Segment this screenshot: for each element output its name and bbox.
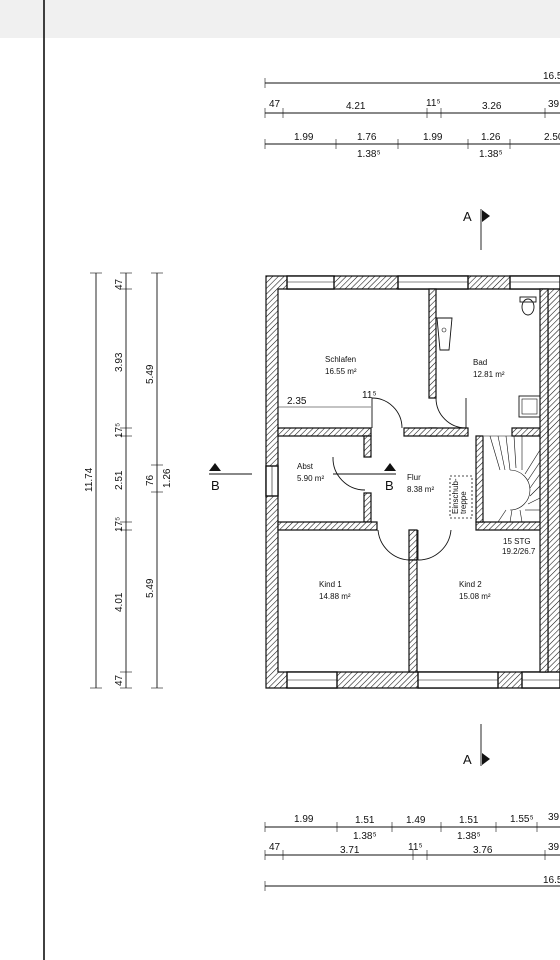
top-dim-4: 3.26 xyxy=(482,101,502,112)
bottom-dim-1: 1.99 xyxy=(294,814,314,825)
left-dim-col2-3: 1.26 xyxy=(162,468,173,488)
bottom-dim-row2-3: 11⁵ xyxy=(408,842,423,853)
left-dim-2: 3.93 xyxy=(114,352,125,372)
left-overall-dim: 11.74 xyxy=(84,467,95,492)
top-overall-dim: 16.5 xyxy=(543,71,560,82)
section-a-bottom-label: A xyxy=(463,752,472,767)
top-dim-row2-5: 2.50 xyxy=(544,132,560,143)
top-dim-row2-2: 1.76 xyxy=(357,132,377,143)
top-dim-sub-2: 1.38⁵ xyxy=(479,149,503,160)
bottom-dim-row2-1: 47 xyxy=(269,842,281,853)
room-abst-name: Abst xyxy=(297,462,314,471)
room-bad-area: 12.81 m² xyxy=(473,370,505,379)
section-marker-a-bottom: A xyxy=(463,724,490,767)
room-kind1-area: 14.88 m² xyxy=(319,592,351,601)
top-dim-row2-1: 1.99 xyxy=(294,132,314,143)
room-abst-area: 5.90 m² xyxy=(297,474,324,483)
section-marker-b-mid: B xyxy=(353,463,396,493)
bottom-dim-6: 39 xyxy=(548,812,560,823)
stair-steps-label: 15 STG xyxy=(503,537,531,546)
top-dim-5: 39 xyxy=(548,99,560,110)
room-labels: Schlafen 16.55 m² Bad 12.81 m² Abst 5.90… xyxy=(297,355,505,601)
doors xyxy=(332,397,467,561)
left-dimension-chain: 11.74 47 3.93 17⁵ 2.51 17⁵ 4.01 47 5.49 … xyxy=(84,272,173,689)
bottom-dim-row2-5: 39 xyxy=(548,842,560,853)
bathroom-fixtures xyxy=(436,296,541,418)
bottom-dim-3: 1.49 xyxy=(406,815,426,826)
room-bad-name: Bad xyxy=(473,358,487,367)
top-dim-3: 11⁵ xyxy=(426,98,441,109)
interior-wall-dim: 11⁵ xyxy=(362,390,377,401)
left-dim-col2-2: 76 xyxy=(145,474,156,486)
ladder-label-2: treppe xyxy=(459,491,468,514)
left-dim-6: 4.01 xyxy=(114,592,125,612)
top-dimension-chain: 16.5 47 4.21 11⁵ 3.26 39 1.99 1.76 1.99 … xyxy=(264,71,560,160)
top-dim-1: 47 xyxy=(269,99,281,110)
left-dim-4: 2.51 xyxy=(114,470,125,490)
bottom-dim-sub-1: 1.38⁵ xyxy=(353,831,377,842)
room-kind2-name: Kind 2 xyxy=(459,580,482,589)
stair-ratio-label: 19.2/26.7 xyxy=(502,547,536,556)
room-schlafen-name: Schlafen xyxy=(325,355,356,364)
left-dim-7: 47 xyxy=(114,674,125,686)
left-dim-1: 47 xyxy=(114,278,125,290)
exterior-walls xyxy=(265,275,560,689)
section-marker-a-top: A xyxy=(463,209,490,250)
bottom-dim-2: 1.51 xyxy=(355,815,375,826)
room-kind1-name: Kind 1 xyxy=(319,580,342,589)
section-a-top-label: A xyxy=(463,209,472,224)
bottom-dim-4: 1.51 xyxy=(459,815,479,826)
room-flur-area: 8.38 m² xyxy=(407,485,434,494)
room-schlafen-area: 16.55 m² xyxy=(325,367,357,376)
left-dim-3: 17⁵ xyxy=(114,423,125,438)
bottom-dimension-chain: 1.99 1.51 1.49 1.51 1.55⁵ 39 1.38⁵ 1.38⁵… xyxy=(264,812,560,891)
top-dim-row2-3: 1.99 xyxy=(423,132,443,143)
section-marker-b-left: B xyxy=(209,463,252,493)
bottom-dim-sub-2: 1.38⁵ xyxy=(457,831,481,842)
section-b-left-label: B xyxy=(211,478,220,493)
section-b-mid-label: B xyxy=(385,478,394,493)
left-dim-col2-1: 5.49 xyxy=(145,364,156,384)
top-dim-row2-4: 1.26 xyxy=(481,132,501,143)
bottom-dim-row2-4: 3.76 xyxy=(473,845,493,856)
interior-dimension: 2.35 11⁵ xyxy=(278,390,377,408)
interior-walls xyxy=(277,288,549,673)
bottom-dim-5: 1.55⁵ xyxy=(510,814,534,825)
bottom-dim-row2-2: 3.71 xyxy=(340,845,360,856)
room-kind2-area: 15.08 m² xyxy=(459,592,491,601)
bottom-overall-dim: 16.5 xyxy=(543,875,560,886)
staircase: Einschub- treppe 15 STG 19.2/26.7 xyxy=(449,435,541,556)
top-dim-2: 4.21 xyxy=(346,101,366,112)
top-dim-sub-1: 1.38⁵ xyxy=(357,149,381,160)
schlafen-width-dim: 2.35 xyxy=(287,396,307,407)
room-flur-name: Flur xyxy=(407,473,421,482)
ladder-label-1: Einschub- xyxy=(451,478,460,514)
top-shade xyxy=(0,0,560,38)
left-dim-5: 17⁵ xyxy=(114,517,125,532)
left-dim-col2-4: 5.49 xyxy=(145,578,156,598)
